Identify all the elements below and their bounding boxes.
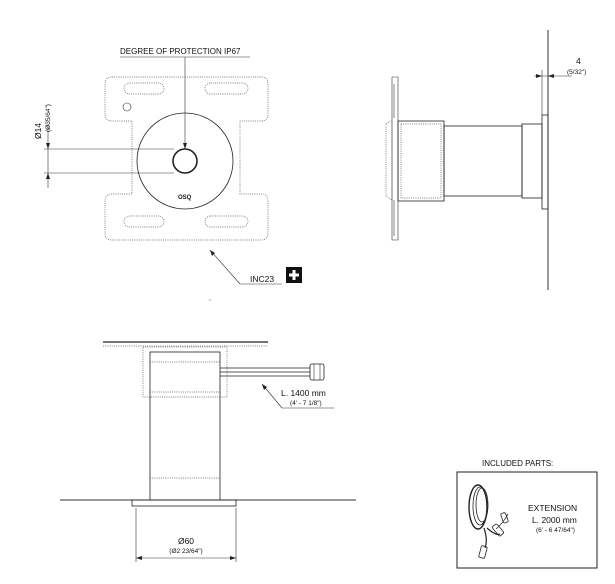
bracket-slot	[204, 82, 249, 95]
cable-length-label: L. 1400 mm	[281, 388, 326, 398]
thickness-label: 4	[576, 56, 581, 66]
fixture-body	[443, 125, 523, 197]
body-diameter-inch-label: (Ø2 23/64")	[169, 548, 202, 555]
recess-flange	[131, 499, 237, 507]
bracket-front	[142, 346, 228, 398]
bracket-slot	[204, 215, 249, 228]
top-view: OSQ DEGREE OF PROTECTION IP67 Ø14 (Ø35/6…	[33, 47, 302, 301]
front-flange	[541, 114, 549, 210]
extension-name-label: EXTENSION	[528, 503, 577, 513]
fixture-housing	[397, 120, 445, 202]
accessory-label: INC23	[250, 274, 274, 284]
side-view: 4 (5/32")	[385, 30, 586, 290]
extension-length-inch-label: (6' - 6 47/64")	[536, 527, 575, 534]
plus-icon	[286, 267, 302, 283]
front-view: L. 1400 mm (4' - 7 1/8") Ø60 (Ø2 23/64")	[60, 341, 356, 562]
mounting-bracket-outline	[104, 76, 269, 241]
bracket-slot	[123, 215, 165, 228]
hole-diameter-label: Ø14	[33, 123, 43, 139]
extension-cable-icon	[468, 484, 509, 559]
bracket-hole	[122, 102, 132, 112]
bracket-slot	[123, 82, 165, 95]
included-parts-title: INCLUDED PARTS:	[482, 459, 553, 468]
thickness-inch-label: (5/32")	[567, 69, 586, 76]
brand-mark: OSQ	[178, 195, 192, 201]
extension-length-label: L. 2000 mm	[532, 515, 577, 525]
hole-diameter-inch-label: (Ø35/64")	[45, 104, 52, 132]
included-parts-box: INCLUDED PARTS: EXTENSION L. 2000 mm (6'…	[456, 459, 598, 569]
body-diameter-label: Ø60	[178, 536, 194, 546]
protection-label: DEGREE OF PROTECTION IP67	[120, 47, 241, 56]
cable-connector	[309, 363, 325, 381]
bracket-profile	[391, 76, 399, 241]
cable-length-inch-label: (4' - 7 1/8")	[290, 400, 322, 407]
power-cable	[220, 367, 310, 377]
